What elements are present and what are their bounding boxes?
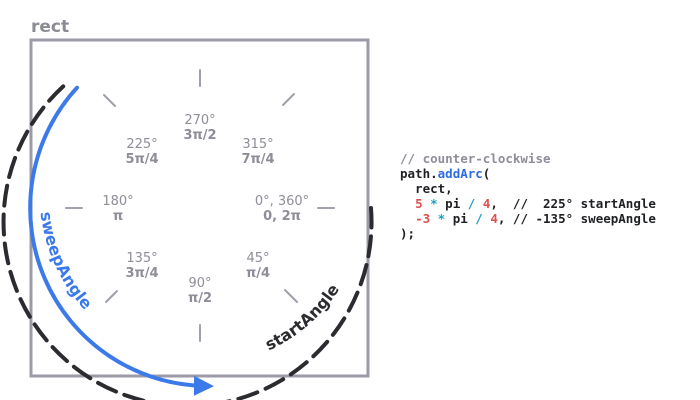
code-start-comment: , // 225° startAngle (490, 196, 656, 211)
angle-180-rad: π (113, 209, 123, 224)
angle-225-deg: 225° (126, 137, 157, 152)
code-sweep-comment: , // -135° sweepAngle (497, 211, 656, 226)
code-object: path. (400, 166, 438, 181)
code-sweep-num: -3 (415, 211, 431, 226)
angle-270-deg: 270° (184, 113, 215, 128)
code-indent (400, 196, 415, 211)
start-angle-arc (1, 84, 374, 400)
code-pi: pi (445, 196, 461, 211)
angle-0-rad: 0, 2π (263, 209, 301, 224)
tick-135 (105, 290, 118, 303)
code-sweep-den: 4 (490, 211, 498, 226)
code-indent (400, 211, 415, 226)
code-close-paren: ); (400, 226, 416, 241)
angle-225-rad: 5π/4 (125, 152, 158, 167)
angle-90-deg: 90° (188, 276, 211, 291)
angle-0-deg: 0°, 360° (255, 194, 309, 209)
code-comment: // counter-clockwise (400, 151, 551, 166)
start-angle-label: startAngle (262, 280, 343, 354)
angle-270-rad: 3π/2 (183, 128, 216, 143)
code-pi: pi (452, 211, 468, 226)
angle-135-deg: 135° (126, 251, 157, 266)
angle-180-deg: 180° (102, 194, 133, 209)
code-open-paren: ( (482, 166, 491, 181)
angle-90-rad: π/2 (188, 291, 212, 306)
code-function: addArc (437, 166, 483, 181)
tick-225 (103, 94, 116, 107)
code-snippet: // counter-clockwise path.addArc( rect, … (400, 151, 656, 241)
code-op: * (422, 196, 446, 211)
code-op: * (430, 211, 453, 226)
tick-315 (282, 93, 295, 106)
tick-45 (284, 289, 298, 303)
angle-45-deg: 45° (246, 251, 269, 266)
code-rect-arg: rect, (400, 181, 453, 196)
code-op: / (460, 196, 483, 211)
angle-45-rad: π/4 (246, 266, 270, 281)
code-op: / (467, 211, 491, 226)
sweep-angle-label: sweepAngle (37, 210, 97, 313)
angle-135-rad: 3π/4 (125, 266, 158, 281)
code-start-den: 4 (482, 196, 491, 211)
rect-label: rect (31, 17, 69, 37)
code-start-num: 5 (415, 196, 423, 211)
sweep-angle-arc (28, 85, 214, 396)
angle-315-rad: 7π/4 (241, 152, 274, 167)
angle-315-deg: 315° (242, 137, 273, 152)
